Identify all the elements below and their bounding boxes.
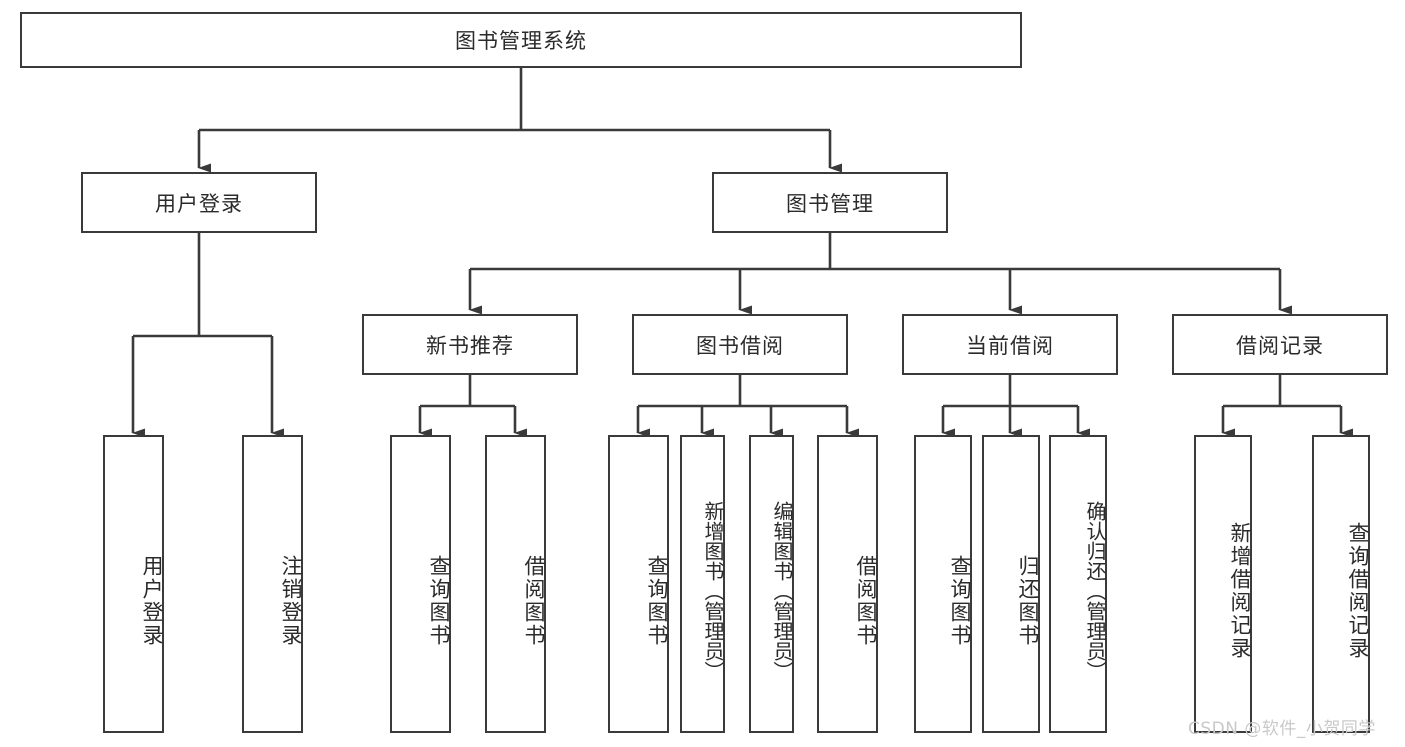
leaf-confirm-return-admin[interactable]: 确认归还（管理员） xyxy=(1049,435,1107,733)
leaf-query-books-current[interactable]: 查询图书 xyxy=(914,435,972,733)
leaf-logout[interactable]: 注销登录 xyxy=(242,435,303,733)
node-book-management[interactable]: 图书管理 xyxy=(712,172,948,233)
leaf-query-books-recommend[interactable]: 查询图书 xyxy=(390,435,451,733)
leaf-query-borrow-record[interactable]: 查询借阅记录 xyxy=(1312,435,1370,733)
node-current-borrow[interactable]: 当前借阅 xyxy=(902,314,1118,375)
node-root[interactable]: 图书管理系统 xyxy=(20,12,1022,68)
node-borrow-records[interactable]: 借阅记录 xyxy=(1172,314,1388,375)
leaf-return-books[interactable]: 归还图书 xyxy=(982,435,1040,733)
leaf-add-book-admin[interactable]: 新增图书（管理员） xyxy=(680,435,725,733)
leaf-edit-book-admin[interactable]: 编辑图书（管理员） xyxy=(749,435,794,733)
node-new-book-recommend[interactable]: 新书推荐 xyxy=(362,314,578,375)
csdn-watermark: CSDN @软件_小贺同学 xyxy=(1188,719,1376,739)
leaf-user-login[interactable]: 用户登录 xyxy=(103,435,164,733)
leaf-borrow-books-recommend[interactable]: 借阅图书 xyxy=(485,435,546,733)
node-book-borrow[interactable]: 图书借阅 xyxy=(632,314,848,375)
node-user-login[interactable]: 用户登录 xyxy=(81,172,317,233)
leaf-borrow-books-borrow[interactable]: 借阅图书 xyxy=(817,435,878,733)
leaf-add-borrow-record[interactable]: 新增借阅记录 xyxy=(1194,435,1252,733)
leaf-query-books-borrow[interactable]: 查询图书 xyxy=(608,435,669,733)
